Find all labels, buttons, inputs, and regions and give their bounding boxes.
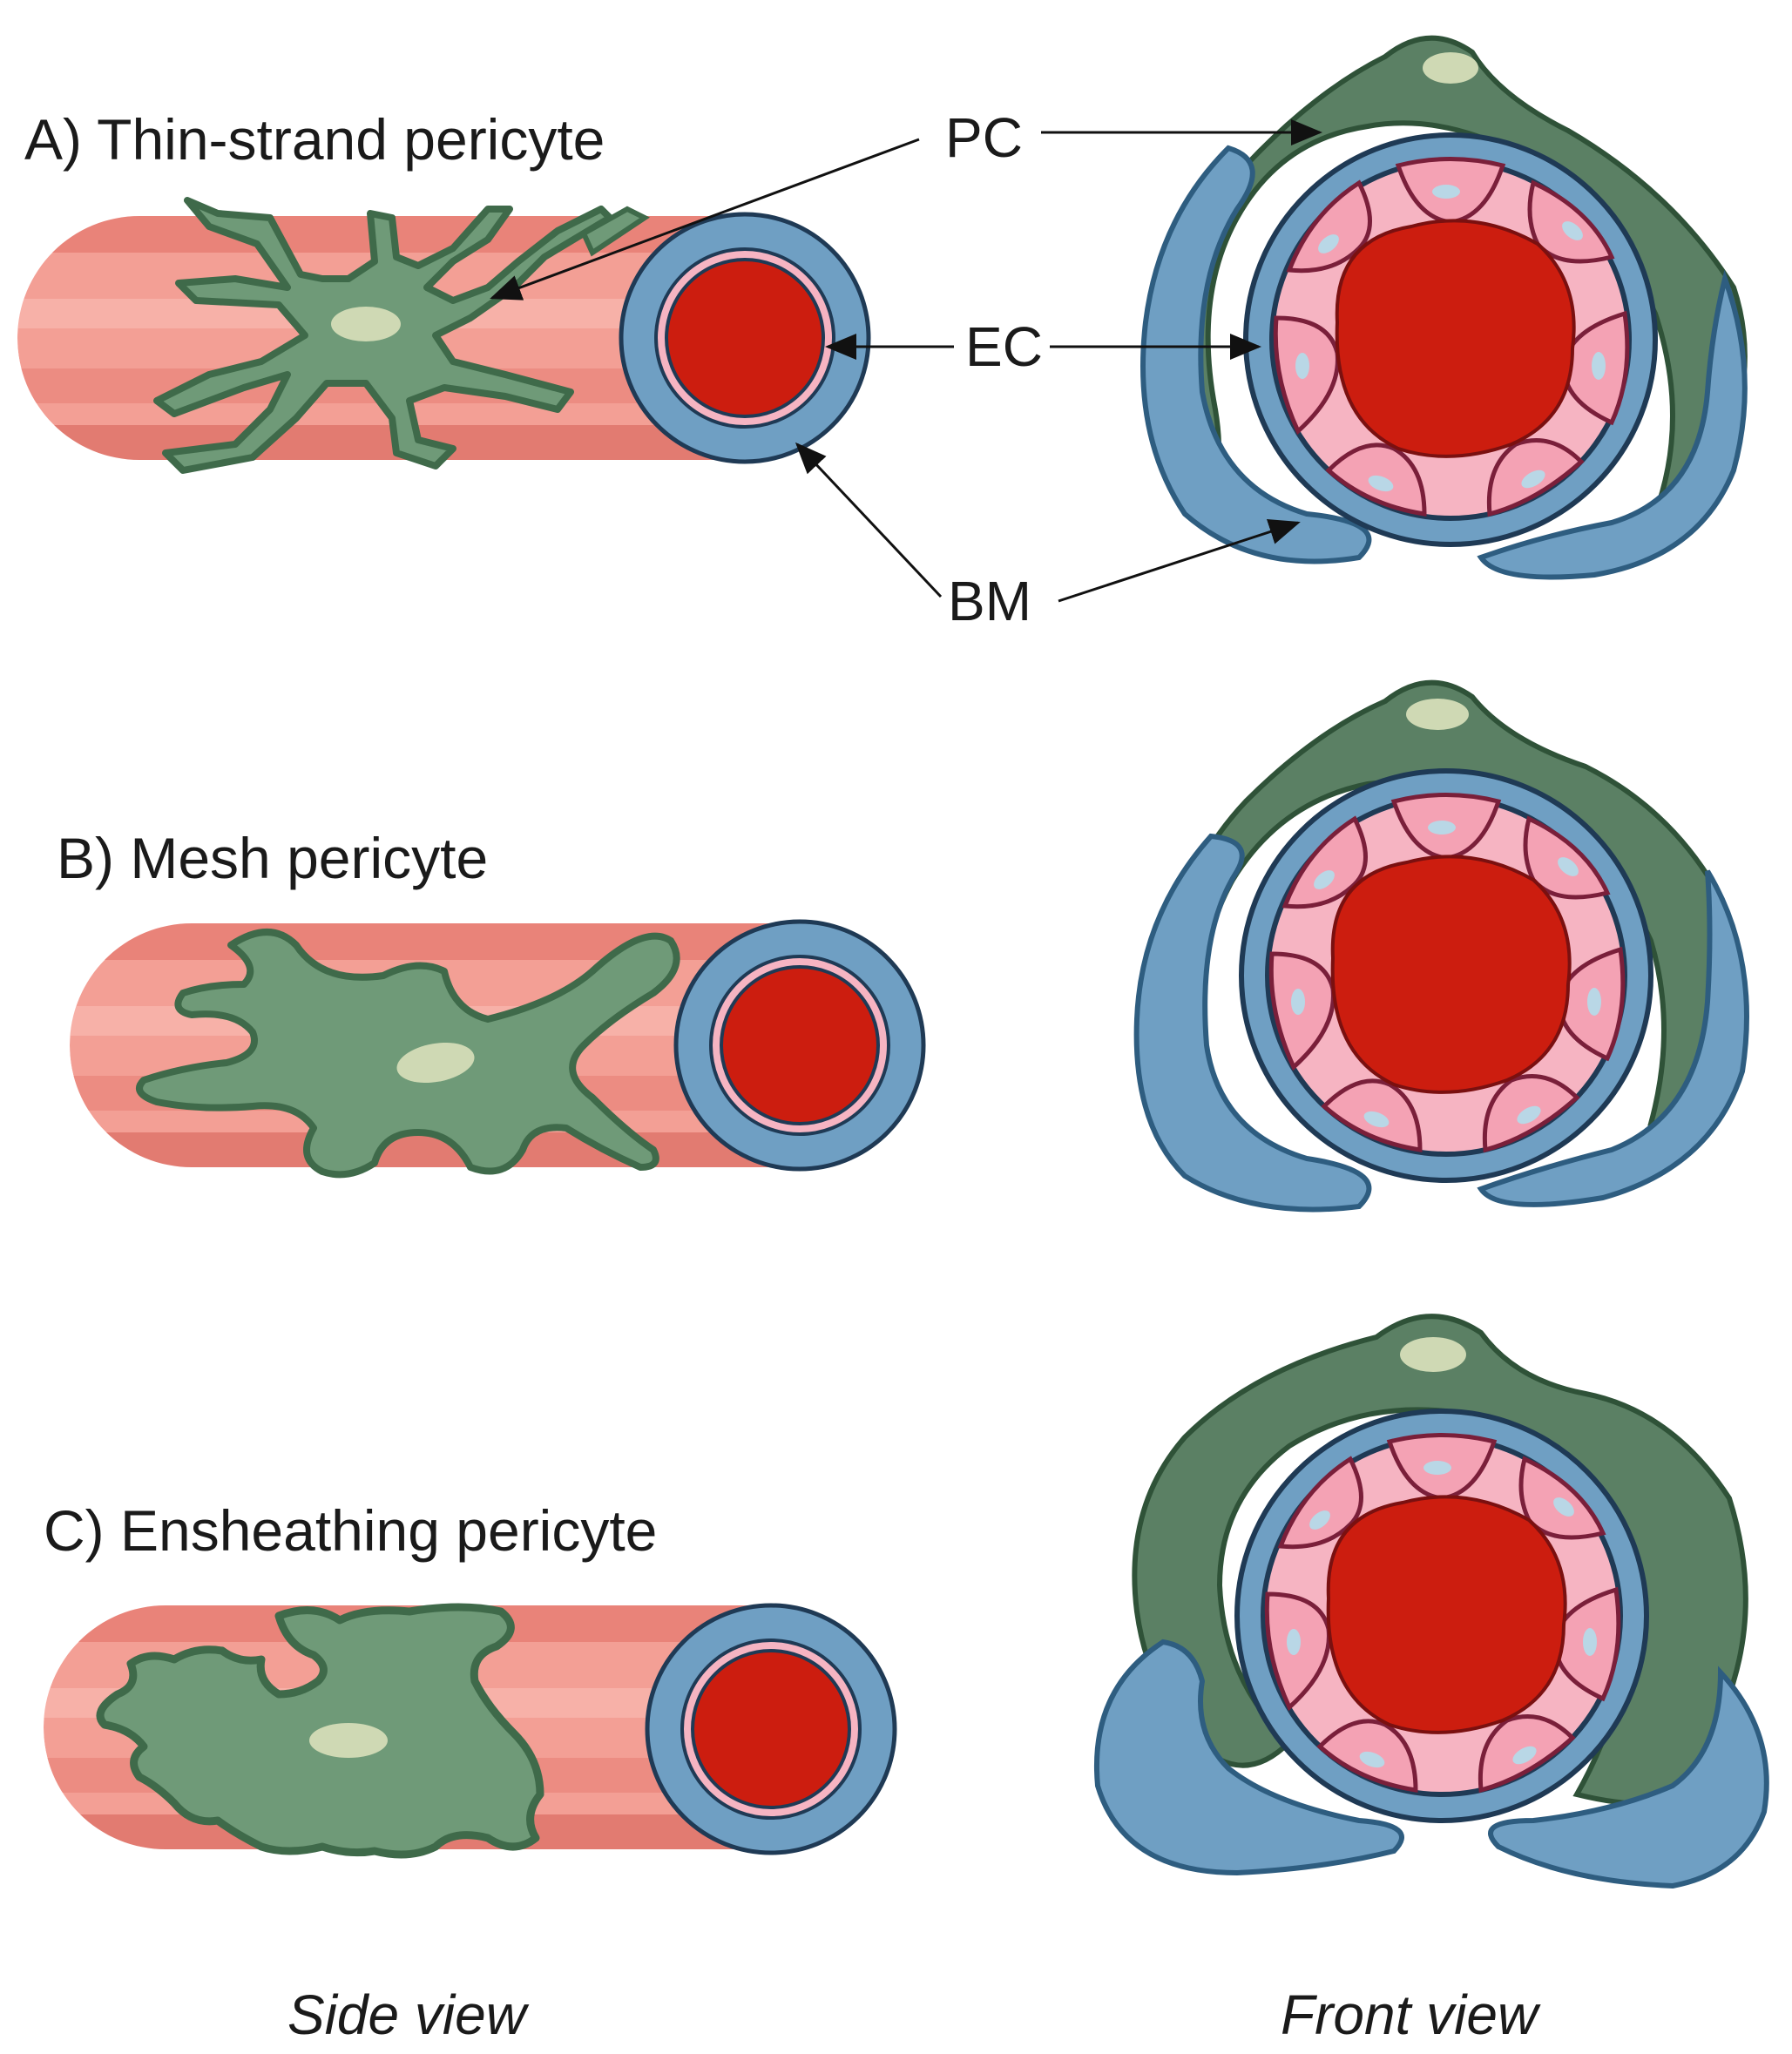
panel-a-side-view <box>17 197 869 474</box>
pericyte-nucleus <box>309 1723 388 1758</box>
bm-arrow-front <box>1058 519 1301 603</box>
pc-label: PC <box>945 106 1023 169</box>
panel-c: C) Ensheathing pericyte <box>44 1314 1769 1889</box>
pc-arrow-side <box>490 138 920 301</box>
panel-b-front-view <box>1133 679 1749 1213</box>
panel-c-label: C) Ensheathing pericyte <box>44 1498 657 1563</box>
panel-c-front-view <box>1094 1314 1769 1889</box>
pericyte-nucleus <box>331 307 401 341</box>
front-view-caption: Front view <box>1281 1983 1541 2046</box>
side-view-caption: Side view <box>287 1983 530 2046</box>
panel-c-side-view <box>44 1605 895 1859</box>
ec-label: EC <box>965 315 1043 378</box>
panel-b-label: B) Mesh pericyte <box>57 826 488 890</box>
vessel-cross-section <box>676 922 923 1169</box>
pericyte-nucleus <box>396 1042 475 1084</box>
vessel-cross-section <box>647 1605 895 1853</box>
panel-b-side-view <box>70 922 923 1179</box>
panel-b: B) Mesh pericyte <box>57 679 1749 1213</box>
bm-arrow-side <box>795 442 943 598</box>
bm-label: BM <box>948 570 1031 632</box>
panel-a-label: A) Thin-strand pericyte <box>24 107 605 172</box>
panel-a-front-view <box>1140 35 1748 580</box>
callouts: PC EC BM <box>490 106 1322 632</box>
panel-a: A) Thin-strand pericyte PC EC BM <box>17 35 1748 632</box>
vessel-cross-section <box>621 214 869 462</box>
